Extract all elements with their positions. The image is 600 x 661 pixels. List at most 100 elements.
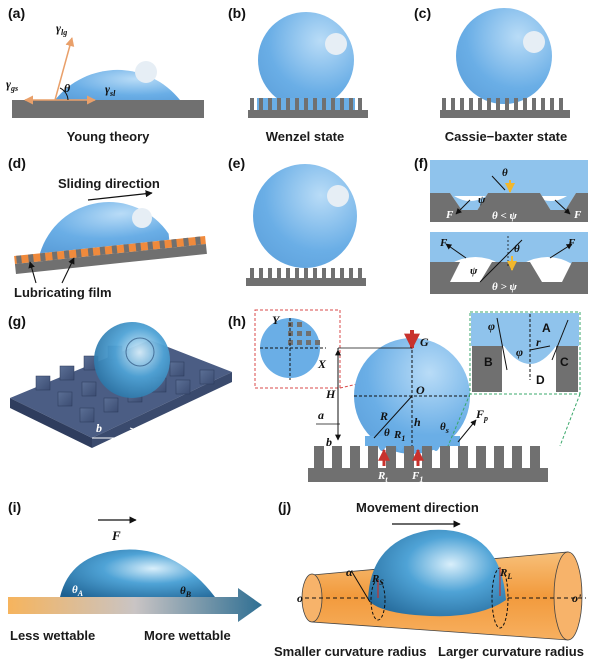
panel-c: (c) Cassie−baxter state <box>414 5 570 144</box>
droplet <box>55 69 180 100</box>
F-label: F <box>567 237 576 249</box>
Y-label: Y <box>272 313 281 327</box>
larger-curvature-label: Larger curvature radius <box>438 644 584 659</box>
theta-arc <box>59 87 69 101</box>
pillar-array <box>250 98 362 110</box>
panel-i-label: (i) <box>8 499 21 515</box>
O-label: O <box>416 383 425 397</box>
sliding-arrow <box>87 190 153 201</box>
panel-g-label: (g) <box>8 313 26 329</box>
panel-a-label: (a) <box>8 5 25 21</box>
panel-j: (j) Movement direction α RS RL o o' Smal… <box>274 499 586 659</box>
B-label: B <box>484 355 493 369</box>
panel-i: (i) F θA θB Less wettable More wettable <box>8 499 262 643</box>
inset-radius <box>529 345 551 351</box>
tube-end-large <box>553 551 583 641</box>
less-wettable-label: Less wettable <box>10 628 95 643</box>
trapezoid-structure <box>430 262 588 282</box>
droplet <box>253 164 357 268</box>
panel-a-caption: Young theory <box>67 129 151 144</box>
F-label: F <box>445 209 454 221</box>
condition-top: θ < ψ <box>492 210 517 222</box>
base-side <box>10 398 92 448</box>
panel-e-label: (e) <box>228 155 245 171</box>
h-label: h <box>414 415 421 429</box>
gamma-lg-arrow <box>54 37 75 101</box>
pillar-array <box>16 236 201 264</box>
tangent-line <box>491 175 506 191</box>
condition-bottom: θ > ψ <box>492 281 517 293</box>
theta-s-label: θs <box>440 421 449 435</box>
smaller-curvature-label: Smaller curvature radius <box>274 644 426 659</box>
R-label: R <box>379 409 388 423</box>
pillar-array <box>250 268 362 278</box>
phi-label: φ <box>488 319 495 333</box>
Fp-label: Fp <box>475 407 488 423</box>
F-label: F <box>111 528 121 543</box>
droplet-reflection <box>125 337 155 367</box>
film-pointer <box>28 261 37 284</box>
panel-f-label: (f) <box>414 155 428 171</box>
thetaB-label: θB <box>180 585 192 599</box>
H-label: H <box>325 387 336 401</box>
base-side <box>92 372 232 448</box>
C-label: C <box>560 355 569 369</box>
radius-line <box>373 395 413 439</box>
inset-tangent <box>551 319 569 361</box>
spacing-a-label: a <box>134 435 140 449</box>
o-label: o <box>297 591 303 605</box>
droplet-highlight <box>132 208 152 228</box>
force-arrow-left <box>445 243 467 259</box>
Fp-arrow <box>457 419 477 443</box>
theta-label: θ <box>502 167 508 179</box>
theta-label: θ <box>384 427 390 439</box>
panel-f: (f) θ ψ F F θ < ψ F F θ ψ θ > ψ <box>414 155 588 294</box>
gamma-sl-label: γsl <box>105 82 116 98</box>
gamma-lg-label: γlg <box>56 21 67 37</box>
droplet <box>456 8 552 104</box>
sliding-direction-title: Sliding direction <box>58 176 160 191</box>
pillar-array <box>314 446 540 468</box>
lubricating-film <box>14 235 206 265</box>
panel-b-caption: Wenzel state <box>266 129 345 144</box>
thetaA-label: θA <box>72 584 84 598</box>
psi-label: ψ <box>478 194 486 206</box>
inset-pillar-right <box>556 346 578 392</box>
droplet-highlight <box>325 33 347 55</box>
F-label: F <box>573 209 582 221</box>
tangent-line <box>479 239 523 283</box>
panel-c-caption: Cassie−baxter state <box>445 129 568 144</box>
substrate <box>440 110 570 118</box>
panel-c-label: (c) <box>414 5 431 21</box>
substrate <box>430 210 588 222</box>
panel-e: (e) <box>228 155 366 286</box>
inset-tangent <box>496 317 508 371</box>
panel-h-label: (h) <box>228 313 246 329</box>
substrate <box>14 243 207 274</box>
alpha-label: α <box>346 565 353 579</box>
droplet <box>368 529 506 617</box>
substrate <box>308 468 548 482</box>
pillar-array <box>442 98 563 110</box>
o-prime-label: o' <box>572 591 582 605</box>
droplet-highlight <box>135 61 157 83</box>
Rs-label: RS <box>371 573 384 587</box>
wettability-gradient-arrow <box>8 588 262 622</box>
panel-d: (d) Sliding direction Lubricating film <box>8 155 207 300</box>
inset-connector <box>559 393 581 447</box>
r-label: r <box>536 335 541 349</box>
gamma-gs-label: γgs <box>6 77 18 93</box>
psi-label: ψ <box>470 265 478 277</box>
substrate <box>246 278 366 286</box>
Rl-label: RL <box>499 567 512 581</box>
phi-label: φ <box>516 345 523 359</box>
theta-label: θ <box>514 243 520 255</box>
alpha-line <box>351 571 371 603</box>
movement-direction-title: Movement direction <box>356 500 479 515</box>
force-arrow-right <box>549 243 573 259</box>
F-label: F <box>439 237 448 249</box>
droplet <box>60 549 215 597</box>
panel-a: (a) θ γlg γgs γsl Young theory <box>6 5 204 144</box>
Rt-label: Rt <box>377 470 388 484</box>
